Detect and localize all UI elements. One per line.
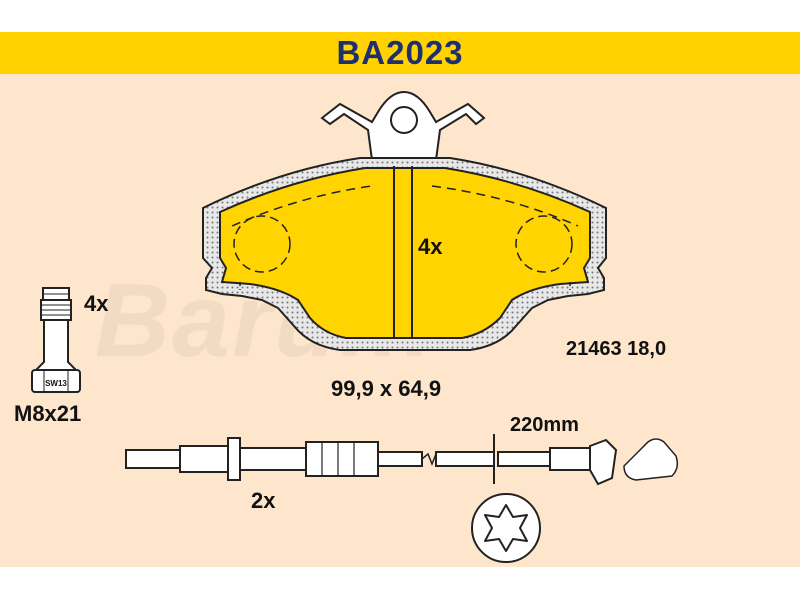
title-bar: BA2023 <box>0 32 800 74</box>
right-hole <box>515 215 573 273</box>
wrench-size-label: SW13 <box>45 379 67 388</box>
bolt-quantity-label: 4x <box>84 291 109 316</box>
pad-dimensions-label: 99,9 x 64,9 <box>331 376 442 401</box>
reference-number-label: 21463 18,0 <box>566 338 667 360</box>
bolt-drawing <box>31 287 81 393</box>
part-number-title: BA2023 <box>336 34 464 71</box>
left-hole <box>233 215 291 273</box>
pad-quantity-label: 4x <box>418 234 443 259</box>
brake-pad-drawing <box>202 90 607 351</box>
friction-pad <box>219 167 591 339</box>
torx-socket-drawing <box>471 493 541 563</box>
wear-sensor-drawing <box>125 434 679 486</box>
sensor-length-label: 220mm <box>510 414 579 436</box>
sensor-quantity-label: 2x <box>251 488 276 513</box>
bolt-size-label: M8x21 <box>14 401 82 426</box>
spring-clip <box>320 90 486 161</box>
